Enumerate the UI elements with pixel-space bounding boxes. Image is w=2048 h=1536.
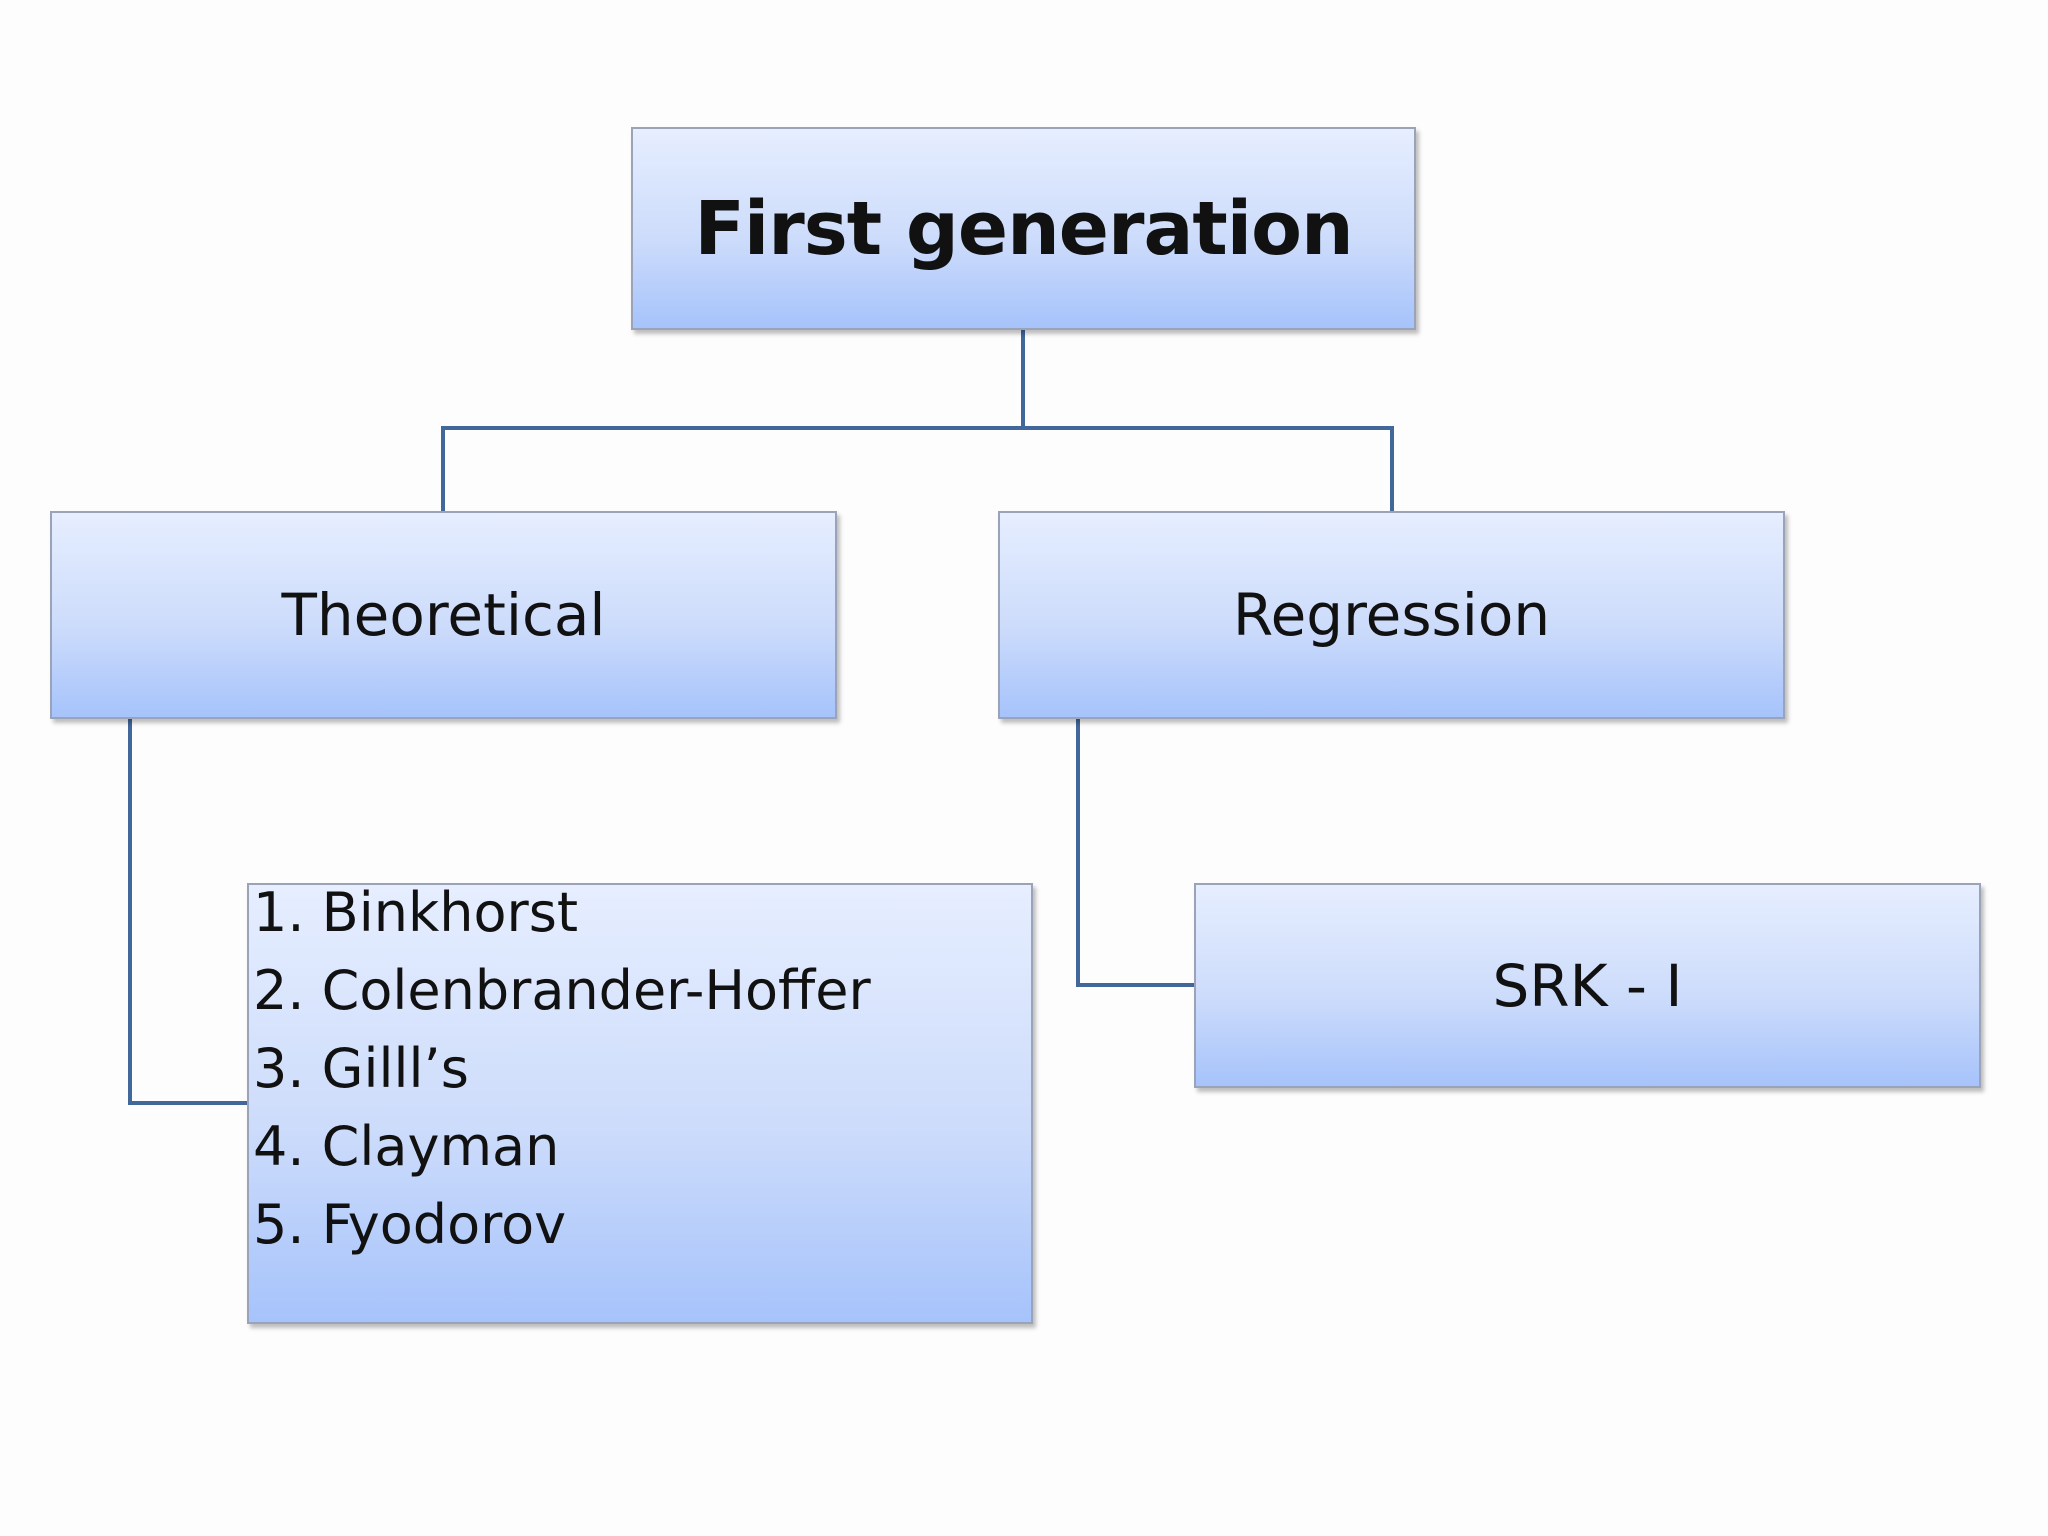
- root-node-label: First generation: [694, 185, 1353, 272]
- theoretical-node: Theoretical: [50, 511, 837, 719]
- regression-node-label: Regression: [1232, 581, 1551, 649]
- srk-node: SRK - I: [1194, 883, 1981, 1088]
- theoretical-list-node: 1. Binkhorst 2. Colenbrander-Hoffer 3. G…: [247, 881, 1033, 1324]
- connector-root-to-branches: [441, 330, 1394, 511]
- list-item: 1. Binkhorst: [253, 881, 579, 944]
- list-item: 2. Colenbrander-Hoffer: [253, 959, 871, 1022]
- connector-regression-to-srk: [1076, 719, 1194, 987]
- list-item: 4. Clayman: [253, 1115, 560, 1178]
- theoretical-list: 1. Binkhorst 2. Colenbrander-Hoffer 3. G…: [253, 865, 1031, 1273]
- theoretical-node-label: Theoretical: [281, 581, 606, 649]
- list-item: 3. Gilll’s: [253, 1037, 469, 1100]
- regression-node: Regression: [998, 511, 1785, 719]
- connector-theoretical-to-list: [128, 719, 247, 1105]
- list-item: 5. Fyodorov: [253, 1193, 567, 1256]
- root-node: First generation: [631, 127, 1416, 330]
- srk-node-label: SRK - I: [1492, 951, 1683, 1020]
